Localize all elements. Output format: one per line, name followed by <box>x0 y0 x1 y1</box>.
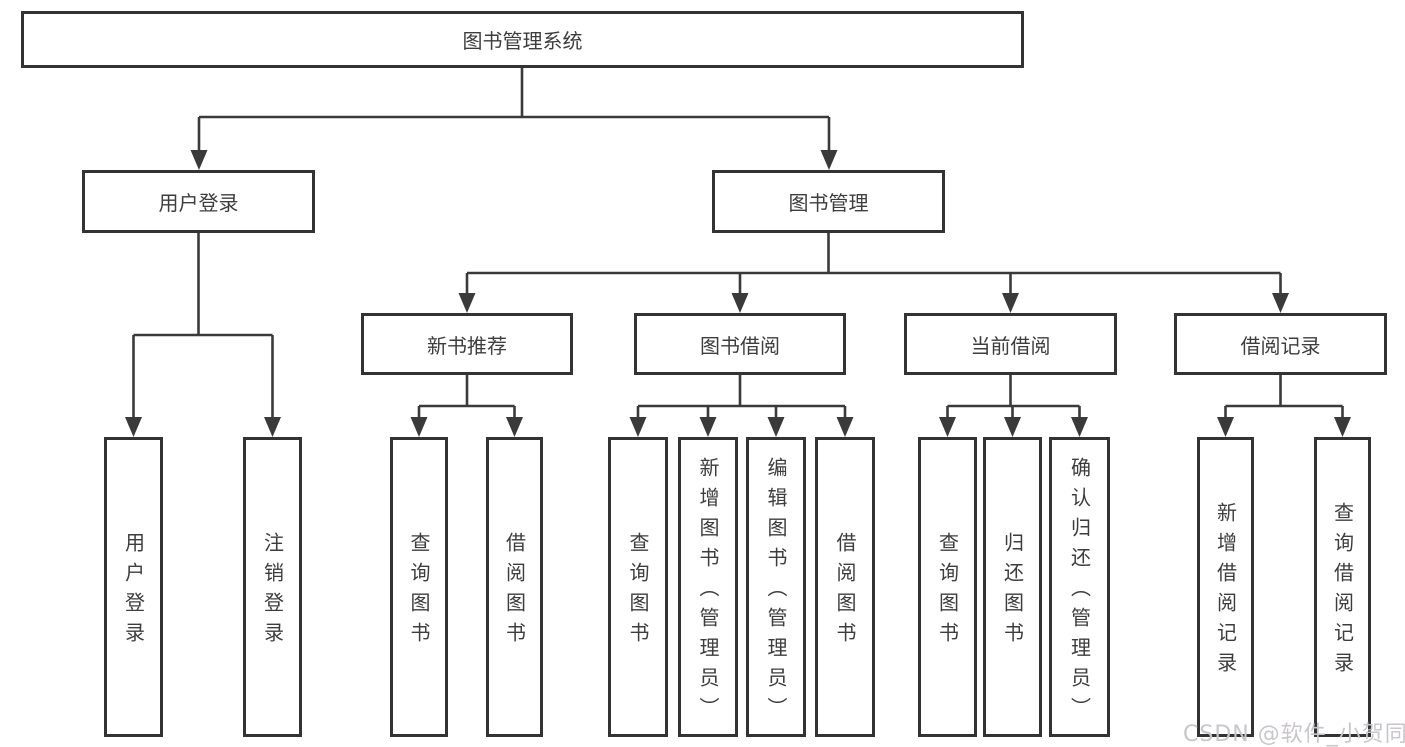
leaf-bb-query-books: 查询图书 <box>608 437 668 737</box>
node-label: 当前借阅 <box>970 333 1051 358</box>
leaf-bb-edit-books-admin: 编辑图书（管理员） <box>746 437 806 737</box>
leaf-br-query-record: 查询借阅记录 <box>1314 437 1371 737</box>
node-label: 新书推荐 <box>427 333 507 358</box>
node-label: 新增图书（管理员） <box>696 457 720 727</box>
leaf-logout: 注销登录 <box>243 437 302 737</box>
node-label: 用户登录 <box>158 191 239 215</box>
node-borrowing-records: 借阅记录 <box>1174 313 1387 375</box>
node-label: 借阅图书 <box>833 532 857 652</box>
node-label: 图书借阅 <box>700 333 780 358</box>
node-label: 查询图书 <box>935 532 960 652</box>
node-book-management: 图书管理 <box>712 170 945 233</box>
node-library-management-system: 图书管理系统 <box>21 11 1024 68</box>
node-new-book-recommend: 新书推荐 <box>361 313 573 375</box>
node-label: 注销登录 <box>260 532 285 652</box>
node-label: 新增借阅记录 <box>1213 502 1238 682</box>
node-label: 图书管理系统 <box>462 29 583 53</box>
leaf-nbr-query-books: 查询图书 <box>390 437 448 737</box>
node-label: 借阅图书 <box>502 532 527 652</box>
node-label: 图书管理 <box>788 191 869 215</box>
leaf-bb-borrow-books: 借阅图书 <box>815 437 875 737</box>
node-label: 确认归还（管理员） <box>1067 457 1092 727</box>
node-current-borrowing: 当前借阅 <box>904 313 1117 375</box>
leaf-bb-add-books-admin: 新增图书（管理员） <box>678 437 738 737</box>
node-label: 归还图书 <box>1000 532 1025 652</box>
node-user-login: 用户登录 <box>82 170 315 233</box>
node-label: 编辑图书（管理员） <box>764 457 788 727</box>
node-label: 用户登录 <box>121 532 146 652</box>
leaf-user-login: 用户登录 <box>104 437 163 737</box>
node-label: 查询借阅记录 <box>1330 502 1355 682</box>
node-label: 查询图书 <box>626 532 650 652</box>
leaf-br-add-record: 新增借阅记录 <box>1197 437 1254 737</box>
leaf-cb-confirm-return-admin: 确认归还（管理员） <box>1049 437 1110 737</box>
csdn-watermark: CSDN @软件_小贺同学 <box>1183 722 1405 747</box>
leaf-nbr-borrow-books: 借阅图书 <box>486 437 543 737</box>
node-label: 查询图书 <box>407 532 431 652</box>
node-book-borrowing: 图书借阅 <box>634 313 846 375</box>
node-label: 借阅记录 <box>1240 333 1321 358</box>
leaf-cb-return-books: 归还图书 <box>983 437 1042 737</box>
leaf-cb-query-books: 查询图书 <box>918 437 977 737</box>
